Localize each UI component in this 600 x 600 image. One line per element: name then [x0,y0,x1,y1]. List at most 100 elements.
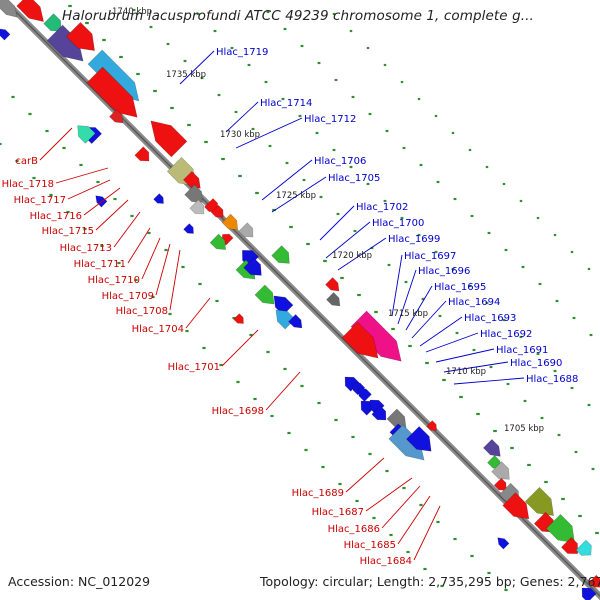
track-dot [334,78,338,82]
label-leader [345,457,385,493]
gene-arrow [65,21,95,51]
track-dot [527,463,531,467]
track-dot [391,327,395,331]
track-dot [270,414,274,418]
track-dot [368,112,372,116]
track-dot [521,265,525,269]
gene-arrow-shape [65,21,95,51]
track-dot [470,554,474,558]
gene-arrow [77,125,96,144]
track-dot [196,12,200,16]
track-dot [504,248,508,252]
gene-arrow [560,536,578,554]
track-dot [357,293,361,297]
track-dot [502,182,506,186]
left-gene-label-11: Hlac_1704 [132,324,184,335]
track-dot [470,214,474,218]
left-gene-label-18: Hlac_1684 [360,556,412,567]
track-dot [338,482,342,486]
track-dot [404,280,408,284]
track-dot [168,312,172,316]
gene-arrow-shape [406,426,432,452]
gene-arrow [545,513,575,543]
track-dot [459,395,463,399]
track-dot [383,199,387,203]
gene-arrow [326,292,341,307]
left-gene-label-5: Hlac_1715 [42,226,94,237]
track-dot [113,197,117,201]
track-dot [134,278,138,282]
gene-arrow-shape [209,233,226,250]
track-dot [266,350,270,354]
track-dot [372,516,376,520]
gene-arrow [588,574,600,588]
label-leader [169,249,181,311]
track-dot [170,106,174,110]
track-dot [385,469,389,473]
right-gene-label-7: Hlac_1700 [372,218,424,229]
gene-arrow [271,245,290,264]
track-dot [553,369,557,373]
track-dot [519,199,523,203]
track-dot [302,178,306,182]
right-gene-label-2: Hlac_1714 [260,98,312,109]
track-dot [334,418,338,422]
gene-arrow-shape [0,28,11,41]
track-dot [440,584,444,588]
left-gene-label-15: Hlac_1687 [312,507,364,518]
track-dot [202,346,206,350]
track-dot [315,131,319,135]
right-gene-label-5: Hlac_1705 [328,173,380,184]
label-leader [405,285,433,331]
gene-arrow-shape [221,213,238,230]
gene-arrow [493,477,507,491]
track-dot [185,329,189,333]
gene-arrow [0,0,18,18]
track-dot [319,195,323,199]
map-title: Halorubrum lacusprofundi ATCC 49239 chro… [62,8,534,24]
right-gene-label-14: Hlac_1692 [480,329,532,340]
track-dot [15,159,19,163]
track-dot [66,210,70,214]
track-dot [485,301,489,305]
track-dot [468,284,472,288]
track-dot [595,531,599,535]
gene-arrow [153,193,164,204]
label-leader [413,505,441,561]
gene-arrow-shape [426,420,437,431]
gene-arrow-shape [95,195,108,208]
right-gene-label-3: Hlac_1712 [304,114,356,125]
gene-arrow-shape [575,539,592,556]
gene-arrow-shape [254,284,275,305]
track-dot [232,316,236,320]
left-gene-label-1: carB [15,156,38,167]
track-dot [400,216,404,220]
gene-arrow-shape [189,199,205,215]
gene-arrow [350,310,402,362]
track-dot [366,182,370,186]
label-leader [39,127,73,161]
track-dot [100,244,104,248]
gene-arrow [238,222,254,238]
right-gene-label-13: Hlac_1693 [464,313,516,324]
gene-arrow-shape [210,204,224,218]
label-leader [325,221,371,259]
track-dot [251,127,255,131]
track-dot [289,225,293,229]
gene-arrow-shape [502,492,530,520]
gene-arrow-shape [326,292,341,307]
left-gene-label-13: Hlac_1698 [212,406,264,417]
track-dot [221,157,225,161]
track-dot [370,246,374,250]
kbp-tick-4: 1725 kbp [276,191,316,201]
gene-arrow-shape [560,536,578,554]
track-dot [485,165,489,169]
left-gene-label-3: Hlac_1717 [14,195,66,206]
track-dot [417,97,421,101]
right-gene-label-10: Hlac_1696 [418,266,470,277]
label-leader [179,50,215,85]
track-dot [96,180,100,184]
track-dot [406,550,410,554]
gene-arrow [497,537,510,550]
track-dot [272,208,276,212]
